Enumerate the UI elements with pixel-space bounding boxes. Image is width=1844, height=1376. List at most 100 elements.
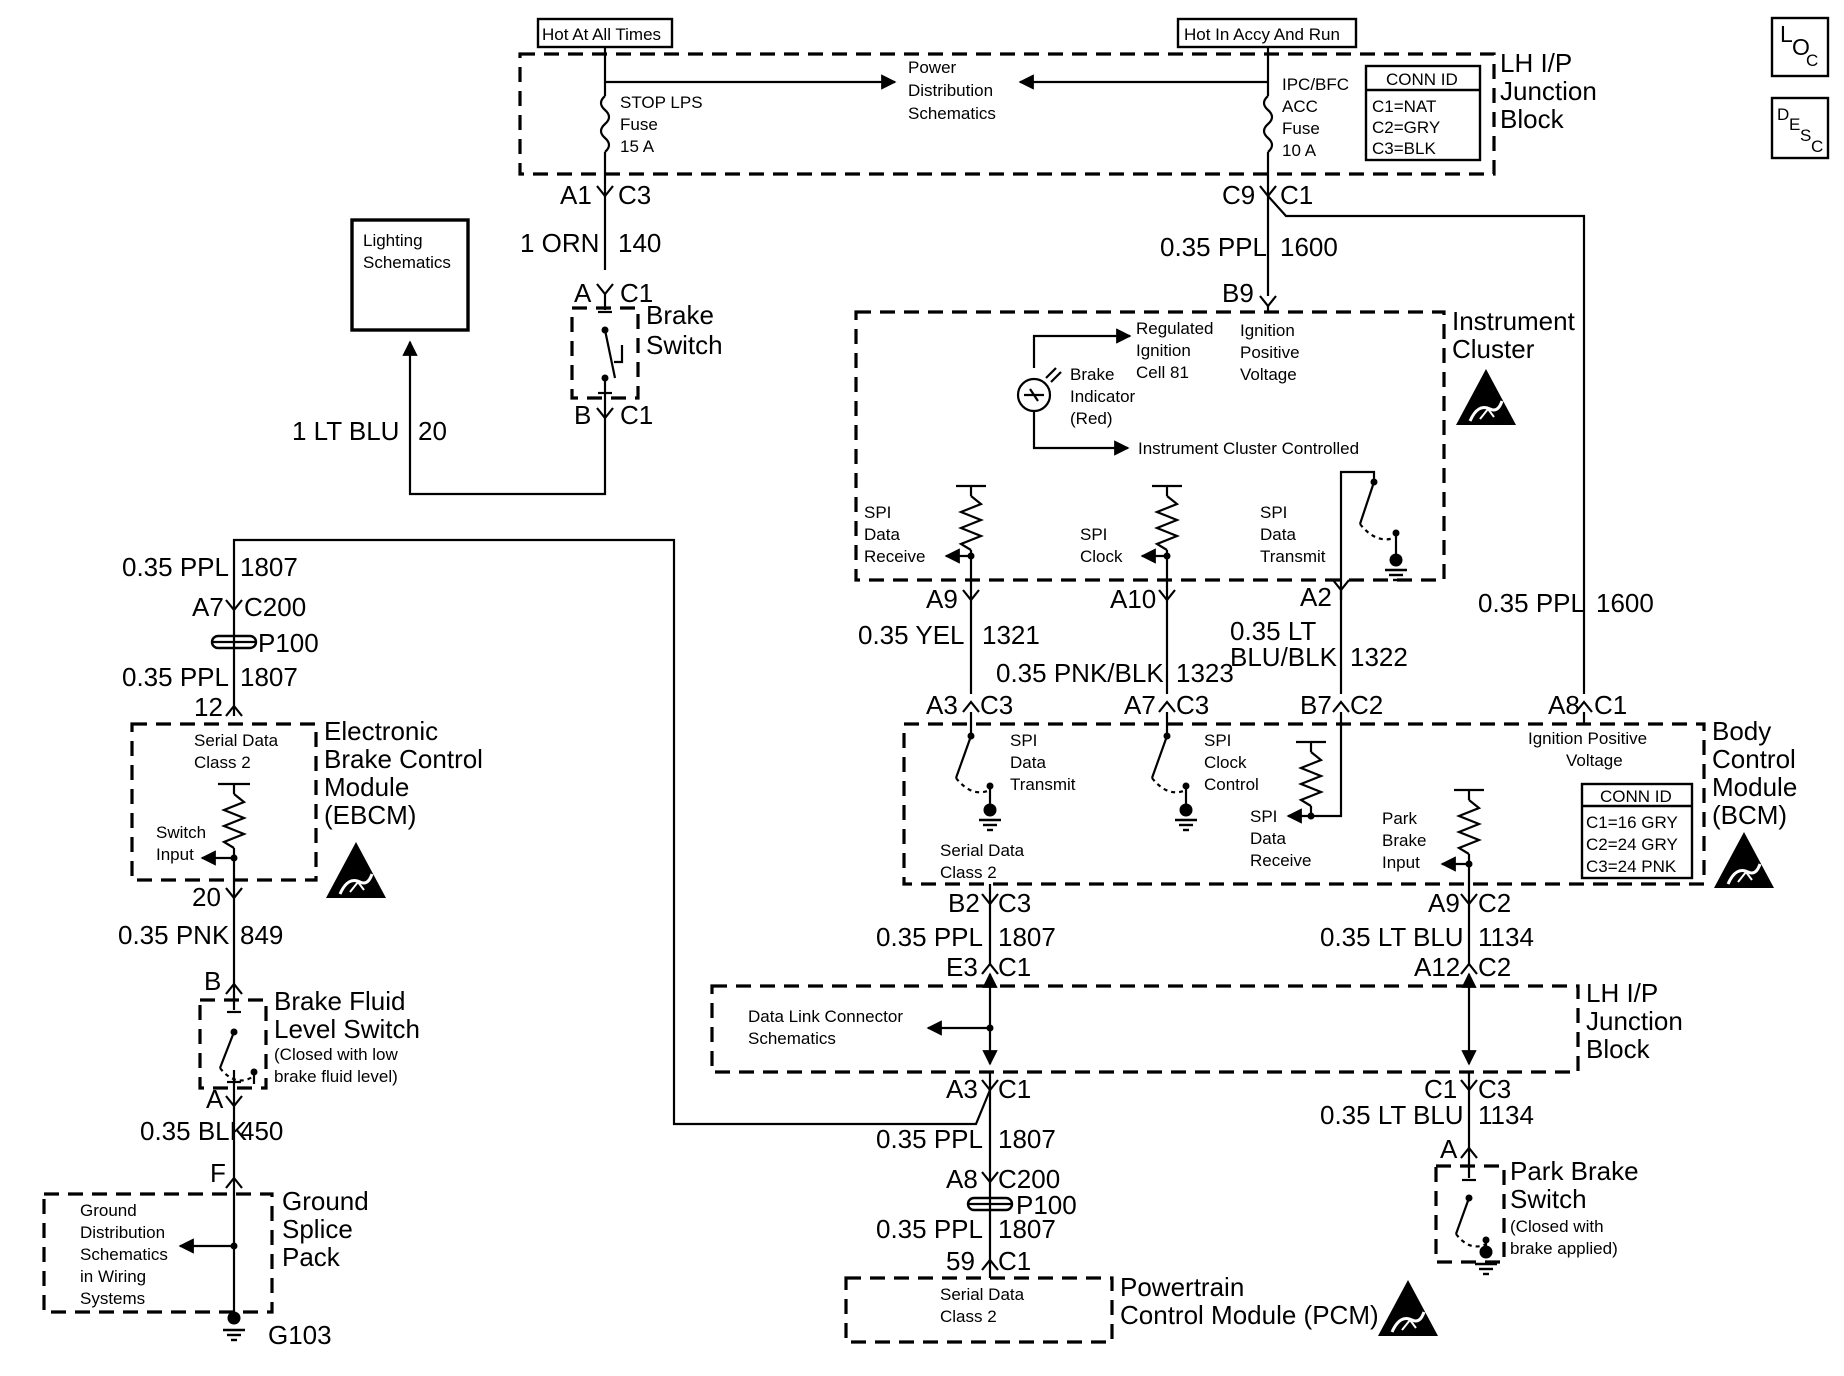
svg-text:Clock: Clock <box>1080 547 1123 566</box>
svg-text:Data: Data <box>1250 829 1286 848</box>
svg-text:Receive: Receive <box>1250 851 1311 870</box>
svg-text:Module: Module <box>1712 772 1797 802</box>
svg-text:B9: B9 <box>1222 278 1254 308</box>
svg-text:Receive: Receive <box>864 547 925 566</box>
wire-20-number: 20 <box>418 416 447 446</box>
svg-text:C3: C3 <box>1478 1074 1511 1104</box>
wire-140-number: 140 <box>618 228 661 258</box>
svg-text:C: C <box>1806 51 1818 70</box>
svg-text:B: B <box>574 400 591 430</box>
svg-text:B: B <box>204 966 221 996</box>
svg-text:C2: C2 <box>1350 690 1383 720</box>
svg-text:in Wiring: in Wiring <box>80 1267 146 1286</box>
svg-text:C1: C1 <box>1594 690 1627 720</box>
svg-text:Data: Data <box>1010 753 1046 772</box>
wire-1807-size-c: 0.35 PPL <box>876 922 983 952</box>
svg-text:IPC/BFC: IPC/BFC <box>1282 75 1349 94</box>
svg-text:C3: C3 <box>980 690 1013 720</box>
svg-text:P100: P100 <box>258 628 319 658</box>
svg-text:C2: C2 <box>1478 952 1511 982</box>
svg-text:A12: A12 <box>1414 952 1460 982</box>
svg-text:Control: Control <box>1204 775 1259 794</box>
svg-text:Power: Power <box>908 58 957 77</box>
power-distribution-reference[interactable]: Power Distribution Schematics <box>908 58 996 123</box>
svg-text:A7: A7 <box>192 592 224 622</box>
svg-text:A1: A1 <box>560 180 592 210</box>
wire-1134-number-a: 1134 <box>1478 922 1534 952</box>
svg-text:(Closed with: (Closed with <box>1510 1217 1604 1236</box>
svg-text:B7: B7 <box>1300 690 1332 720</box>
svg-text:O: O <box>1792 34 1810 60</box>
body-control-module: A3 C3 A7 C3 B7 C2 A8 C1 Body Control Mod… <box>902 690 1797 918</box>
svg-text:SPI: SPI <box>1080 525 1107 544</box>
description-icon[interactable]: D E S C <box>1770 96 1830 160</box>
svg-text:20: 20 <box>192 882 221 912</box>
svg-text:Module: Module <box>324 772 409 802</box>
svg-text:Class 2: Class 2 <box>940 1307 997 1326</box>
svg-text:Serial Data: Serial Data <box>194 731 279 750</box>
svg-text:Regulated: Regulated <box>1136 319 1214 338</box>
svg-text:Control: Control <box>1712 744 1796 774</box>
svg-text:Class 2: Class 2 <box>940 863 997 882</box>
svg-text:E3: E3 <box>946 952 978 982</box>
svg-text:C3: C3 <box>618 180 651 210</box>
svg-text:Instrument Cluster Controlled: Instrument Cluster Controlled <box>1138 439 1359 458</box>
svg-text:Cell 81: Cell 81 <box>1136 363 1189 382</box>
lh-ip-junction-block-top: LH I/P Junction Block <box>518 48 1597 176</box>
svg-text:Electronic: Electronic <box>324 716 438 746</box>
connector-a2: A2 <box>1300 579 1350 612</box>
wire-1134-size-b: 0.35 LT BLU <box>1320 1100 1464 1130</box>
svg-text:Ignition: Ignition <box>1136 341 1191 360</box>
svg-text:Transmit: Transmit <box>1260 547 1326 566</box>
wire-1322-size-line2: BLU/BLK <box>1230 642 1338 672</box>
connector-a9: A9 <box>926 584 980 614</box>
wire-849-size: 0.35 PNK <box>118 920 230 950</box>
svg-text:Brake: Brake <box>1070 365 1114 384</box>
svg-text:Schematics: Schematics <box>80 1245 168 1264</box>
svg-text:Indicator: Indicator <box>1070 387 1136 406</box>
wire-1807-size-a: 0.35 PPL <box>122 552 229 582</box>
svg-text:A8: A8 <box>1548 690 1580 720</box>
svg-text:C1: C1 <box>998 1246 1031 1276</box>
svg-text:A9: A9 <box>1428 888 1460 918</box>
wire-1323-size: 0.35 PNK/BLK <box>996 658 1164 688</box>
svg-text:Ignition: Ignition <box>1240 321 1295 340</box>
svg-text:Switch: Switch <box>646 330 723 360</box>
svg-text:Systems: Systems <box>80 1289 145 1308</box>
wire-1807-number-d: 1807 <box>998 1124 1056 1154</box>
svg-text:A: A <box>574 278 592 308</box>
wire-1807-size-d: 0.35 PPL <box>876 1124 983 1154</box>
svg-text:A: A <box>1440 1134 1458 1164</box>
svg-text:A: A <box>206 1084 224 1114</box>
location-icon[interactable]: L O C <box>1770 16 1830 78</box>
svg-text:(Closed with low: (Closed with low <box>274 1045 398 1064</box>
svg-text:Input: Input <box>156 845 194 864</box>
svg-text:Ground: Ground <box>80 1201 137 1220</box>
svg-text:Data: Data <box>1260 525 1296 544</box>
svg-text:C3=24 PNK: C3=24 PNK <box>1586 857 1677 876</box>
svg-text:Schematics: Schematics <box>748 1029 836 1048</box>
wire-450-size: 0.35 BLK <box>140 1116 248 1146</box>
brake-indicator-lamp: Brake Indicator (Red) <box>1016 365 1136 428</box>
svg-text:C1: C1 <box>620 278 653 308</box>
svg-text:P100: P100 <box>1016 1190 1077 1220</box>
brake-fluid-level-switch: B A Brake Fluid Level Switch (Closed wit… <box>198 966 420 1114</box>
svg-text:C2=24 GRY: C2=24 GRY <box>1586 835 1678 854</box>
svg-text:CONN ID: CONN ID <box>1600 787 1672 806</box>
lighting-schematics-reference[interactable]: Lighting Schematics <box>350 218 470 332</box>
svg-text:C9: C9 <box>1222 180 1255 210</box>
svg-text:Cluster: Cluster <box>1452 334 1535 364</box>
svg-text:Ground: Ground <box>282 1186 369 1216</box>
svg-text:Hot At All Times: Hot At All Times <box>542 25 661 44</box>
svg-text:Fuse: Fuse <box>620 115 658 134</box>
svg-text:Brake Control: Brake Control <box>324 744 483 774</box>
wire-1807-number-a: 1807 <box>240 552 298 582</box>
powertrain-control-module: A8 C200 P100 0.35 PPL 1807 59 C1 Serial … <box>844 1164 1440 1344</box>
connector-a10: A10 <box>1110 584 1176 614</box>
svg-text:A2: A2 <box>1300 582 1332 612</box>
svg-text:SPI: SPI <box>1204 731 1231 750</box>
svg-text:Brake: Brake <box>646 300 714 330</box>
svg-text:F: F <box>210 1158 226 1188</box>
svg-text:Junction: Junction <box>1586 1006 1683 1036</box>
svg-text:Park: Park <box>1382 809 1417 828</box>
